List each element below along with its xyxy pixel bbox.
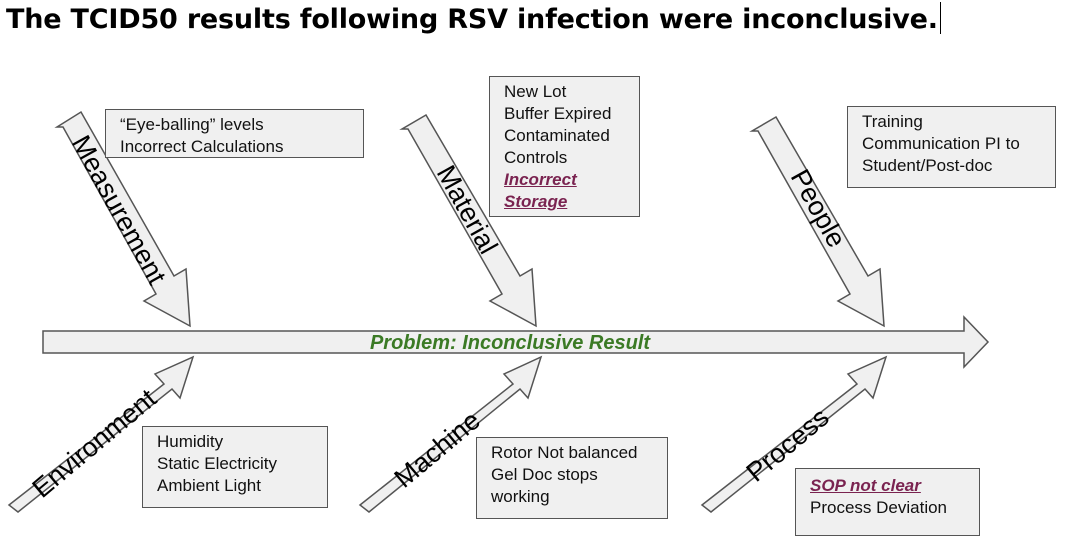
cause-item: Buffer Expired xyxy=(504,104,612,123)
highlighted-cause: Incorrect xyxy=(504,170,577,189)
cause-item: Rotor Not balanced xyxy=(491,443,638,462)
cause-item: Static Electricity xyxy=(157,454,277,473)
cause-item: Communication PI to xyxy=(862,134,1020,153)
cause-item: Process Deviation xyxy=(810,498,948,517)
people-arrow xyxy=(749,115,885,328)
material-arrow xyxy=(399,113,537,328)
process-causes-box: SOP not clear Process Deviation xyxy=(795,468,980,536)
cause-item: Contaminated xyxy=(504,126,610,145)
measurement-causes-box: “Eye-balling” levels Incorrect Calculati… xyxy=(105,109,364,158)
cause-item: Gel Doc stops xyxy=(491,465,598,484)
machine-label: Machine xyxy=(389,405,486,494)
highlighted-cause: SOP not clear xyxy=(810,476,921,495)
cause-item: Training xyxy=(862,112,923,131)
machine-causes-box: Rotor Not balanced Gel Doc stops working xyxy=(476,437,668,519)
problem-label: Problem: Inconclusive Result xyxy=(370,332,651,354)
cause-item: working xyxy=(491,487,550,506)
cause-item: Ambient Light xyxy=(157,476,261,495)
text-cursor xyxy=(939,2,941,34)
people-causes-box: Training Communication PI to Student/Pos… xyxy=(847,106,1056,188)
cause-item: Student/Post-doc xyxy=(862,156,993,175)
highlighted-cause: Storage xyxy=(504,192,568,211)
page-title: The TCID50 results following RSV infecti… xyxy=(6,2,941,35)
cause-item: Controls xyxy=(504,148,568,167)
measurement-arrow xyxy=(54,110,191,328)
material-causes-box: New Lot Buffer Expired Contaminated Cont… xyxy=(489,76,640,217)
people-label: People xyxy=(785,164,852,252)
cause-item: “Eye-balling” levels xyxy=(120,115,264,134)
environment-arrow xyxy=(7,355,195,513)
cause-item: Incorrect Calculations xyxy=(120,137,284,156)
environment-causes-box: Humidity Static Electricity Ambient Ligh… xyxy=(142,426,328,508)
spine-arrow xyxy=(42,315,990,369)
cause-item: New Lot xyxy=(504,82,567,101)
process-arrow xyxy=(700,355,888,513)
title-text: The TCID50 results following RSV infecti… xyxy=(6,4,938,35)
machine-arrow xyxy=(358,355,543,513)
cause-item: Humidity xyxy=(157,432,224,451)
